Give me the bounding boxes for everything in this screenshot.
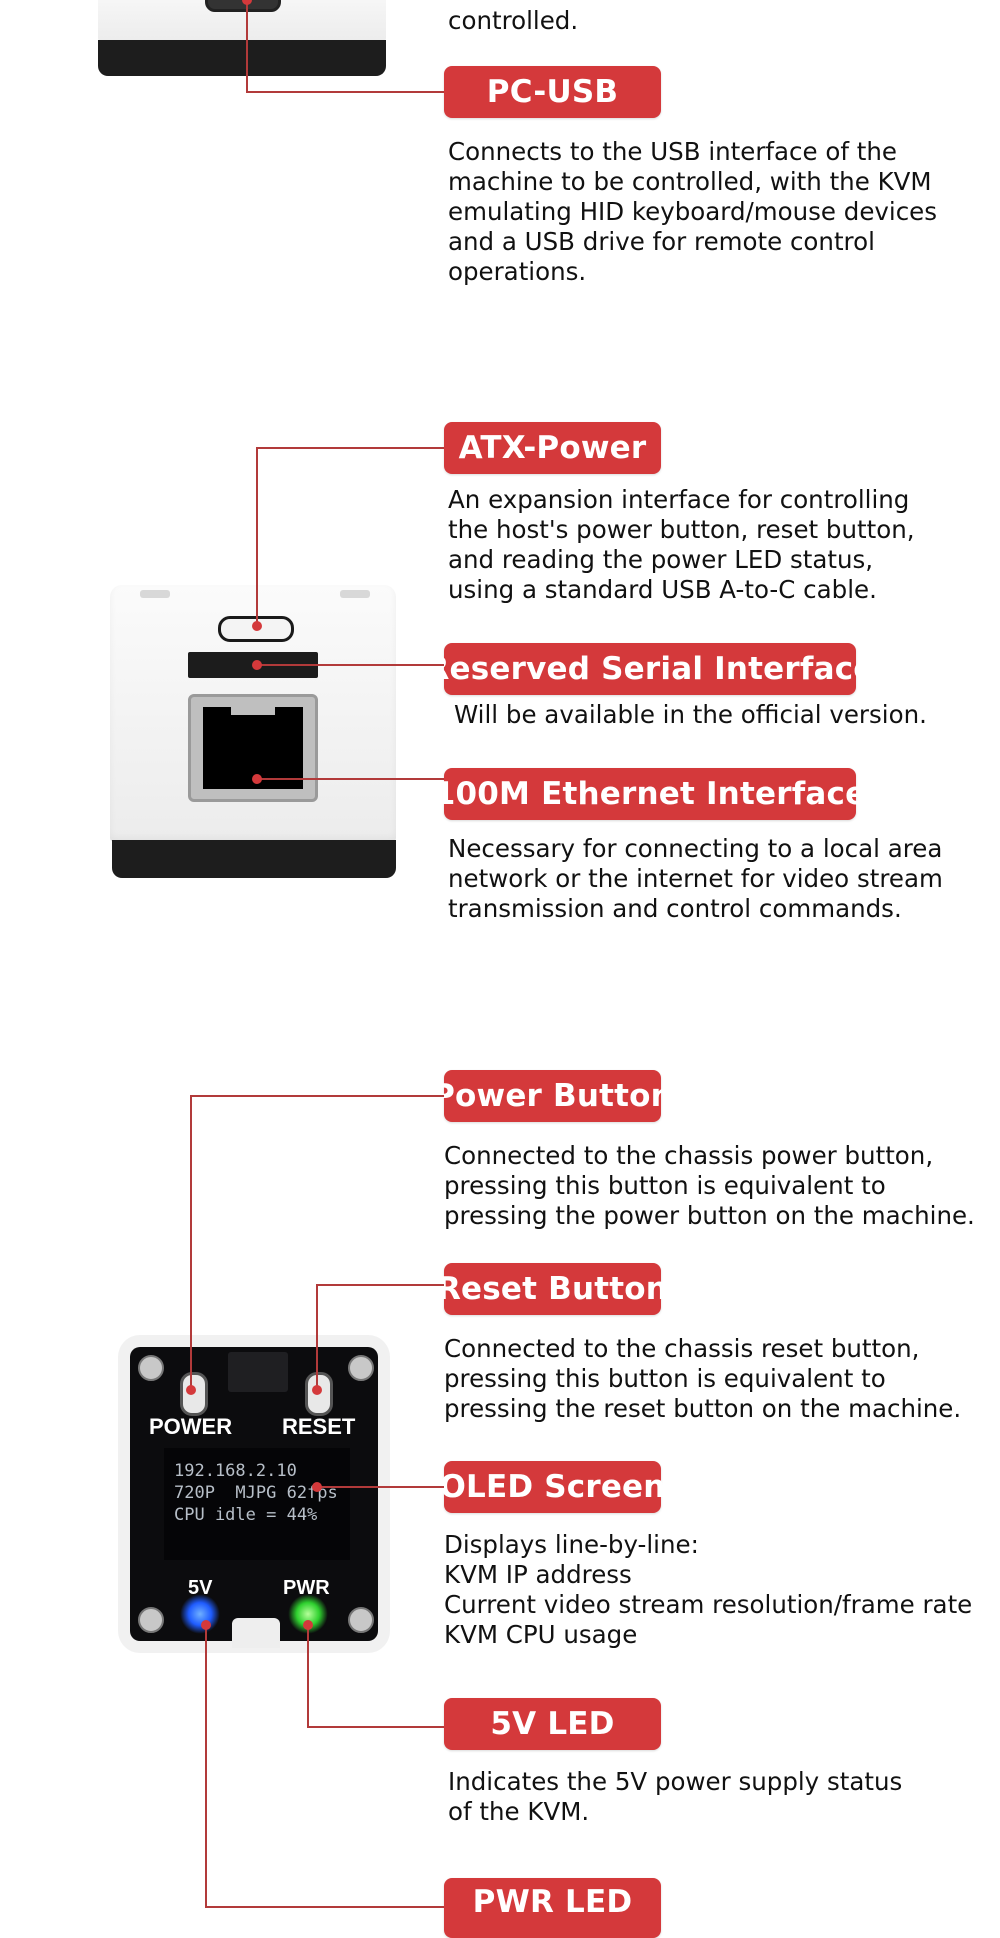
led-5v-description: Indicates the 5V power supply status of …	[448, 1767, 903, 1826]
serial-interface-description: Will be available in the official versio…	[454, 700, 927, 729]
leader-line-pcusb	[246, 0, 444, 93]
oled-display	[164, 1448, 350, 1560]
leader-line-5v	[307, 1625, 444, 1728]
usb-port-icon	[205, 0, 281, 12]
pcusb-partial-text: controlled.	[448, 6, 579, 35]
serial-interface-label: Reserved Serial Interface	[425, 643, 874, 695]
leader-line-power	[190, 1095, 444, 1390]
screw-icon	[138, 1355, 164, 1381]
screw-icon	[348, 1607, 374, 1633]
led-pwr-text: PWR	[283, 1577, 330, 1599]
ethernet-interface-description: Necessary for connecting to a local area…	[448, 834, 943, 923]
power-button-label: Power Button	[432, 1070, 673, 1122]
power-button-description: Connected to the chassis power button, p…	[444, 1141, 975, 1230]
oled-line-1: 192.168.2.10	[174, 1461, 297, 1481]
screw-icon	[138, 1607, 164, 1633]
ethernet-interface-label: 100M Ethernet Interface	[434, 768, 866, 820]
leader-line-atx	[256, 447, 444, 626]
power-text: POWER	[149, 1414, 233, 1439]
reset-button-description: Connected to the chassis reset button, p…	[444, 1334, 962, 1423]
pcusb-label: PC-USB	[444, 66, 661, 118]
atx-power-label: ATX-Power	[444, 422, 661, 474]
led-5v-text: 5V	[188, 1577, 213, 1599]
oled-line-3: CPU idle = 44%	[174, 1505, 318, 1525]
led-5v-glow-icon	[180, 1594, 220, 1634]
atx-power-description: An expansion interface for controlling t…	[448, 485, 915, 604]
screw-icon	[348, 1355, 374, 1381]
led-5v-label: 5V LED	[444, 1698, 661, 1750]
reset-button-label: Reset Button	[437, 1263, 668, 1315]
ethernet-port-icon	[188, 694, 318, 802]
oled-screen-label: OLED Screen	[439, 1461, 665, 1513]
pcusb-description: Connects to the USB interface of the mac…	[448, 137, 938, 286]
leader-line-reset	[316, 1284, 444, 1390]
reset-text: RESET	[282, 1414, 356, 1439]
leader-line-pwr	[205, 1625, 444, 1908]
oled-screen-description: Displays line-by-line: KVM IP address Cu…	[444, 1530, 973, 1649]
